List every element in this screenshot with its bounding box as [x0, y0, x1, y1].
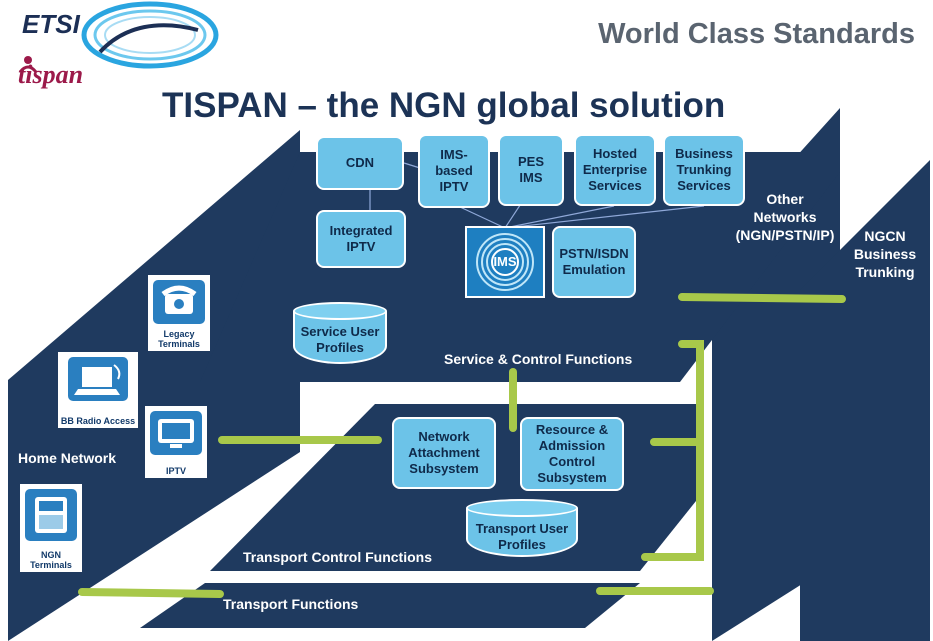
iptv-terminal-label: IPTV	[165, 466, 186, 476]
transport-user-profiles-label: Transport User Profiles	[475, 521, 569, 552]
telephone-icon	[153, 280, 205, 324]
ims-core-box: IMS	[465, 226, 545, 298]
service-connectors	[369, 162, 705, 229]
transport-functions-label: Transport Functions	[223, 596, 359, 612]
transport-user-profiles-db: Transport User Profiles	[466, 499, 578, 557]
ims-rings-icon	[476, 233, 534, 291]
transport-plane	[140, 583, 640, 628]
ngn-terminal: NGN Terminals	[20, 484, 82, 572]
link-sc-to-transport	[641, 340, 704, 561]
legacy-terminal: Legacy Terminals	[148, 275, 210, 351]
link-transport-bottom	[78, 588, 224, 598]
etsi-swoosh-logo	[81, 1, 219, 69]
ngn-terminal-label: NGN Terminals	[30, 550, 72, 570]
tispan-logo-text: tispan	[18, 60, 84, 89]
tagline: World Class Standards	[598, 18, 915, 50]
hosted-enterprise-box: Hosted Enterprise Services	[574, 134, 656, 206]
integrated-iptv-box: Integrated IPTV	[316, 210, 406, 268]
cdn-box: CDN	[316, 136, 404, 190]
bb-radio-label: BB Radio Access	[60, 416, 136, 426]
ip-phone-icon	[25, 489, 77, 541]
tispan-person-icon	[18, 56, 38, 73]
etsi-logo-text: ETSI	[22, 9, 80, 39]
ngcn-wall	[800, 160, 930, 641]
pes-ims-box: PES IMS	[498, 134, 564, 206]
green-links	[78, 293, 846, 598]
other-networks-label: Other Networks (NGN/PSTN/IP)	[735, 191, 835, 243]
transport-control-label: Transport Control Functions	[243, 549, 432, 565]
service-user-profiles-label: Service User Profiles	[300, 324, 380, 355]
ngcn-label: NGCN Business Trunking	[853, 228, 917, 280]
tv-icon	[150, 411, 202, 455]
link-other-ngcn	[678, 293, 846, 303]
ims-based-iptv-box: IMS- based IPTV	[418, 134, 490, 208]
service-control-label: Service & Control Functions	[444, 351, 633, 367]
legacy-terminal-label: Legacy Terminals	[158, 329, 200, 349]
page-title: TISPAN – the NGN global solution	[162, 86, 726, 125]
bb-radio-terminal: BB Radio Access	[58, 352, 138, 428]
pstn-isdn-emulation-box: PSTN/ISDN Emulation	[552, 226, 636, 298]
iptv-terminal: IPTV	[145, 406, 207, 478]
laptop-wireless-icon	[68, 357, 128, 401]
nass-box: Network Attachment Subsystem	[392, 417, 496, 489]
home-network-label: Home Network	[18, 450, 117, 466]
ims-core-label: IMS	[493, 254, 517, 269]
service-user-profiles-db: Service User Profiles	[293, 302, 387, 364]
racs-box: Resource & Admission Control Subsystem	[520, 417, 624, 491]
business-trunking-box: Business Trunking Services	[663, 134, 745, 206]
